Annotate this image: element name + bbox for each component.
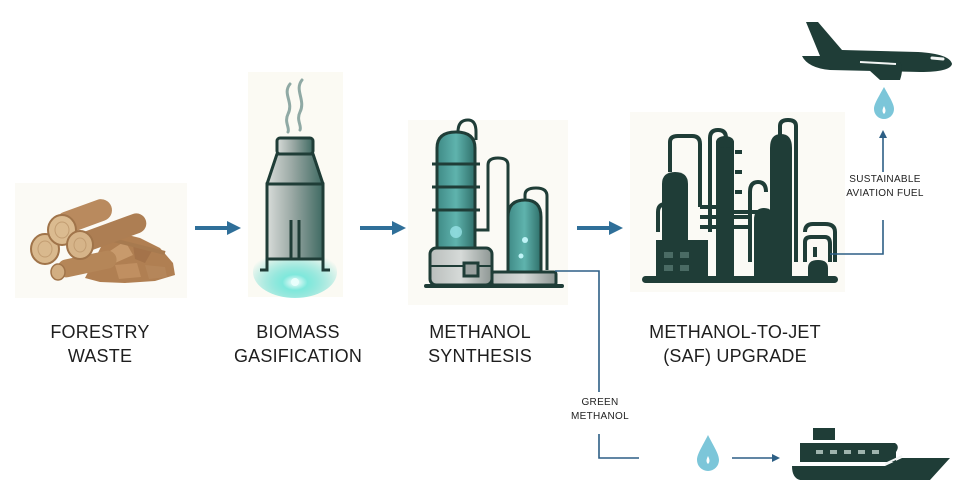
stage-label-line2: (SAF) UPGRADE: [663, 346, 807, 366]
methanol-label-line1: GREEN: [581, 397, 619, 408]
stage-label-line1: FORESTRY: [50, 322, 150, 342]
saf-label-line2: AVIATION FUEL: [846, 188, 924, 199]
stage-label-line2: WASTE: [67, 346, 133, 366]
methanol-label-line2: METHANOL: [571, 411, 629, 422]
saf-flow-line: [830, 130, 887, 255]
stage-label-line1: BIOMASS: [256, 322, 340, 342]
stage-label-line1: METHANOL: [429, 322, 531, 342]
stage-label-line1: METHANOL-TO-JET: [649, 322, 821, 342]
flow-arrow-2: [360, 221, 406, 235]
log-pile-icon: [30, 199, 175, 283]
methanol-to-ship-arrow: [732, 454, 780, 462]
stage-label-biomass-gasification: BIOMASS GASIFICATION: [218, 320, 378, 368]
ship-icon: [792, 428, 950, 480]
green-methanol-label: GREEN METHANOL: [560, 396, 640, 424]
flow-arrow-3: [577, 221, 623, 235]
flow-arrow-1: [195, 221, 241, 235]
steam-icon: [285, 82, 292, 134]
refinery-icon: [642, 117, 838, 283]
reactor-icon: [424, 118, 564, 288]
saf-label: SUSTAINABLE AVIATION FUEL: [835, 173, 935, 201]
airplane-icon: [802, 22, 952, 80]
gasifier-icon: [253, 78, 337, 298]
stage-label-methanol-synthesis: METHANOL SYNTHESIS: [400, 320, 560, 368]
methanol-flow-line: [555, 270, 639, 459]
stage-label-forestry-waste: FORESTRY WASTE: [20, 320, 180, 368]
stage-label-line2: GASIFICATION: [233, 346, 363, 366]
stage-label-line2: SYNTHESIS: [428, 346, 532, 366]
saf-label-line1: SUSTAINABLE: [849, 174, 921, 185]
methanol-drop-icon: [697, 435, 719, 471]
fuel-drop-icon: [874, 87, 894, 119]
stage-label-methanol-to-jet: METHANOL-TO-JET (SAF) UPGRADE: [635, 320, 835, 368]
